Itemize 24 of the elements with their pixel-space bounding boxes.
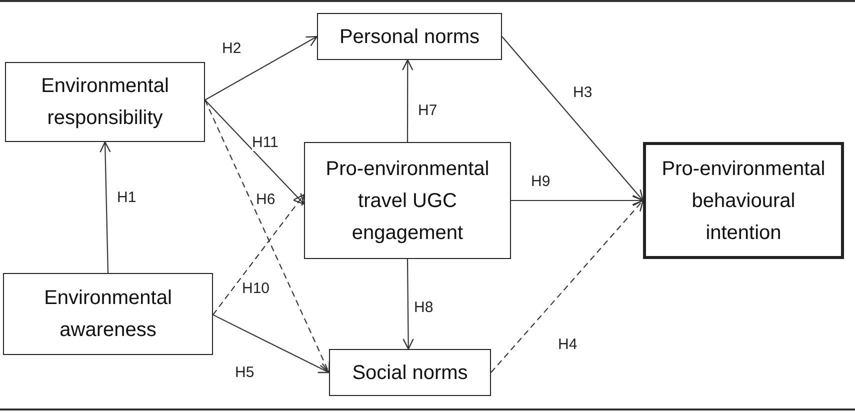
construct-label: Environmental awareness xyxy=(43,286,173,343)
construct-label: Pro-environmental travel UGC engagement xyxy=(324,156,490,246)
dashed-arrow xyxy=(490,200,644,373)
arrow xyxy=(502,36,644,202)
arrow xyxy=(204,100,305,205)
construct-label: Social norms xyxy=(352,360,468,386)
dashed-arrow xyxy=(204,100,330,374)
dashed-arrow xyxy=(212,194,305,316)
construct-label: Personal norms xyxy=(339,24,480,50)
arrow xyxy=(402,259,414,350)
arrow xyxy=(511,194,644,206)
construct-box xyxy=(3,273,213,355)
arrow xyxy=(204,36,318,100)
construct-box xyxy=(643,142,844,259)
construct-label: Environmental responsibility xyxy=(40,74,170,131)
arrow xyxy=(402,59,414,142)
arrow xyxy=(212,314,330,374)
construct-box xyxy=(329,349,491,396)
construct-box xyxy=(317,13,502,60)
edge-label: H11 xyxy=(252,134,278,151)
construct-label: Pro-environmental behavioural intention xyxy=(660,156,826,246)
construct-box xyxy=(304,142,511,259)
arrow xyxy=(100,141,111,274)
construct-box xyxy=(5,62,205,142)
